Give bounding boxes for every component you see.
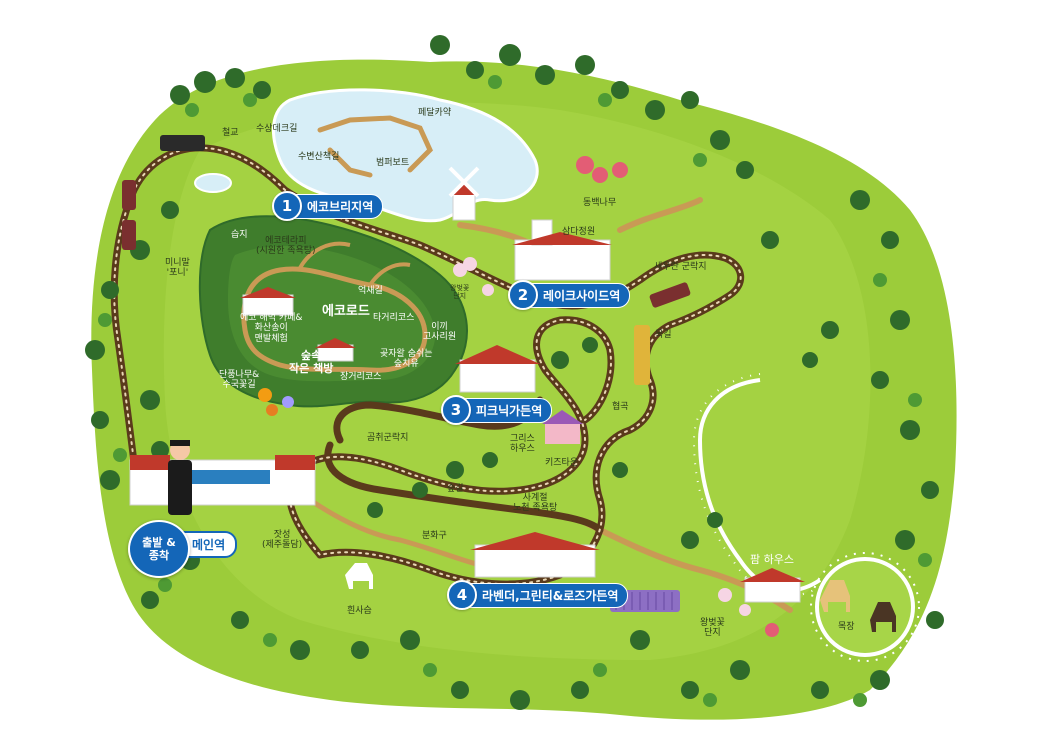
railway-loop xyxy=(324,396,604,534)
railway-ties xyxy=(129,146,742,586)
station-2[interactable]: 2 레이크사이드역 xyxy=(508,280,631,310)
label-four-season-spa: 사계절 노천 족욕탕 xyxy=(513,493,558,514)
animals xyxy=(345,563,896,632)
station-3[interactable]: 3 피크닉가든역 xyxy=(441,395,553,425)
label-forest: 숲길 xyxy=(447,484,464,494)
walkway-lake xyxy=(317,115,433,178)
label-mini-pony: 미니말 '포니' xyxy=(165,258,190,279)
horse-2 xyxy=(870,602,896,632)
label-eco-cafe: 에코 해먹 카페& 화산송이 맨발체험 xyxy=(240,313,303,344)
label-ranch: 목장 xyxy=(838,622,855,632)
station-4-number: 4 xyxy=(447,580,477,610)
label-valley: 협곡 xyxy=(612,402,629,412)
label-maple: 단풍나무& 수국꽃길 xyxy=(219,370,260,391)
horse-1 xyxy=(820,580,850,612)
conductor xyxy=(168,440,192,515)
station-2-name: 레이크사이드역 xyxy=(528,282,631,308)
trains xyxy=(122,135,691,385)
train-west xyxy=(122,180,136,210)
flowers xyxy=(258,156,779,637)
label-gotjawal: 곶자왈 숨쉬는 숲치유 xyxy=(380,349,433,370)
label-saewoo-colony: 새우란 군락지 xyxy=(654,262,707,272)
label-eco-road: 에코로드 xyxy=(322,304,370,319)
lavender-building xyxy=(474,544,596,578)
main-station-badge[interactable]: 출발 & 종착 xyxy=(128,520,190,578)
label-jangeori-course: 장거리코스 xyxy=(340,372,382,382)
label-tagari-course: 타거리코스 xyxy=(373,313,415,323)
ranch-fence-circle xyxy=(815,557,915,657)
station-4[interactable]: 4 라벤더,그린티&로즈가든역 xyxy=(447,580,629,610)
train-north xyxy=(160,135,205,151)
label-tunnel: 목길 xyxy=(655,330,672,340)
train-tunnel xyxy=(634,325,650,385)
eco-trail-branch xyxy=(298,241,411,287)
lakeside-building xyxy=(514,239,611,281)
label-eco-therapy: 에코테라피 (시원한 족욕탕) xyxy=(256,236,316,257)
station-3-number: 3 xyxy=(441,395,471,425)
label-waterside-walk: 수변산책길 xyxy=(298,152,340,162)
label-iron-bridge: 철교 xyxy=(222,128,239,138)
eco-road-inner xyxy=(228,245,436,382)
label-greek-house: 그리스 하우스 xyxy=(510,434,535,455)
label-camellia: 동백나무 xyxy=(583,198,617,208)
label-crater: 분화구 xyxy=(422,531,447,541)
buildings xyxy=(129,166,805,603)
label-moss-forest: 이끼 고사리원 xyxy=(423,322,457,343)
label-pedal-kayak: 페달카약 xyxy=(418,108,452,118)
pond-small xyxy=(194,173,232,193)
label-farm-house: 팜 하우스 xyxy=(750,553,794,566)
label-gomchwi-colony: 곰취군락지 xyxy=(367,433,409,443)
label-kids-town: 키즈타운 xyxy=(545,458,579,468)
eco-trail xyxy=(241,266,428,373)
label-forest-book: 숲속 작은 책방 xyxy=(289,349,334,375)
kids-town-building xyxy=(545,422,580,444)
label-reed-path: 억새길 xyxy=(358,286,383,296)
label-samda-garden: 삼다정원 xyxy=(562,227,596,237)
trees xyxy=(85,35,944,710)
label-bumper-boat: 범퍼보트 xyxy=(376,158,410,168)
label-white-deer: 흰사슴 xyxy=(347,606,372,616)
station-1-number: 1 xyxy=(272,191,302,221)
windmill xyxy=(452,191,476,221)
station-2-number: 2 xyxy=(508,280,538,310)
picnic-building xyxy=(459,359,536,393)
railway-ties-west xyxy=(113,199,136,471)
label-water-deck: 수상데크길 xyxy=(256,124,298,134)
station-1[interactable]: 1 에코브리지역 xyxy=(272,191,384,221)
ranch-fence-circle-posts xyxy=(810,552,920,662)
train-east xyxy=(649,282,691,308)
label-wetland: 습지 xyxy=(231,230,248,240)
station-4-name: 라벤더,그린티&로즈가든역 xyxy=(467,582,629,608)
white-deer xyxy=(345,563,373,589)
walkway-south xyxy=(307,497,483,568)
label-cherry-area: 왕벚꽃 단지 xyxy=(450,284,470,301)
station-3-name: 피크닉가든역 xyxy=(461,397,553,423)
label-jangsung: 잣성 (제주돌담) xyxy=(262,530,303,551)
label-cherry-complex: 왕벚꽃 단지 xyxy=(700,618,725,639)
station-1-name: 에코브리지역 xyxy=(292,193,384,219)
